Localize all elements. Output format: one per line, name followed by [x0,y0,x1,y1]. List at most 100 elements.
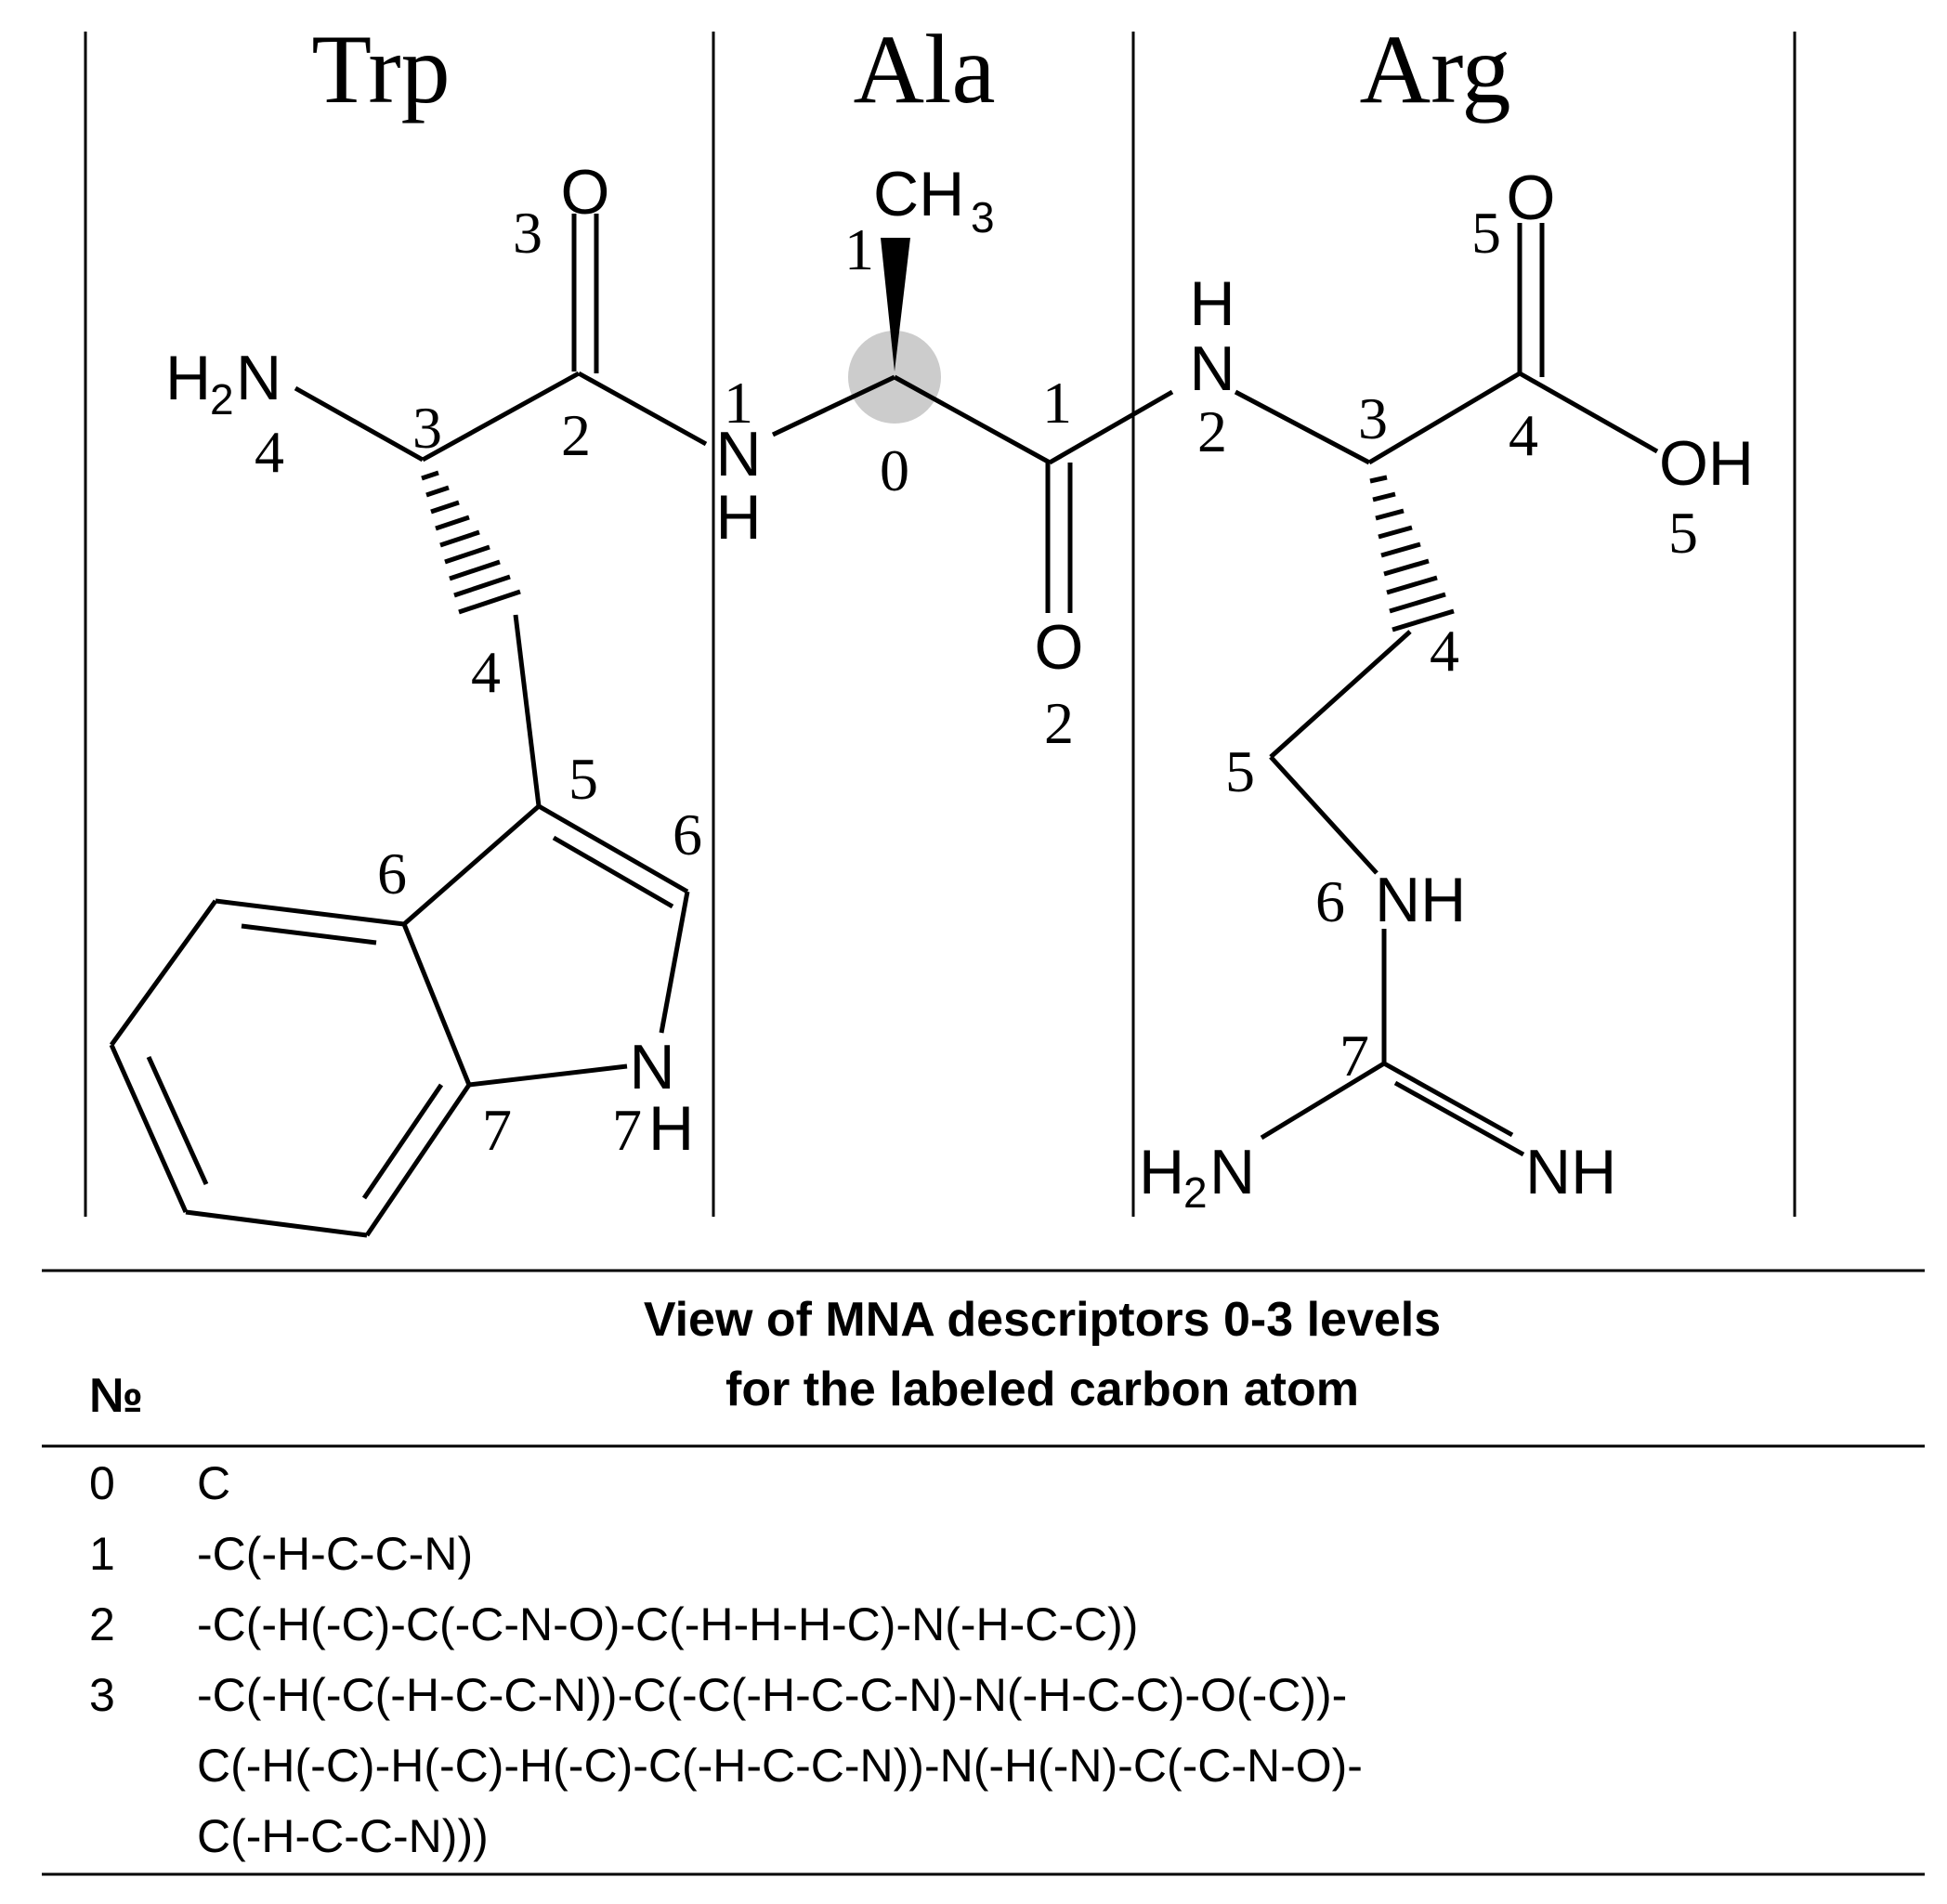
atom-h2n2-sub: 2 [1183,1168,1208,1217]
hashed-bond-trp [421,470,521,615]
bond-c7-nh-b [1393,1080,1525,1157]
bond-benz-1-inner [241,923,377,945]
label-ala-1-n: 1 [724,370,753,436]
atom-o-ala: O [1035,612,1084,683]
wedge-bond-ch3 [881,238,910,372]
bond-ca-c1 [893,374,1052,465]
row-2-descriptor: -C(-H(-C)-C(-C-N-O)-C(-H-H-H-C)-N(-H-C-C… [197,1598,1138,1650]
table-header-desc-line2: for the labeled carbon atom [725,1363,1359,1416]
hashed-bond-arg [1369,475,1455,632]
label-trp-4-cb: 4 [471,639,501,705]
bond-c6ring-c7 [401,923,472,1086]
bond-benz-4 [185,1209,368,1238]
bond-n4-c3 [294,385,425,463]
atom-ch3-ch: CH [873,159,964,229]
label-ala-1-c: 1 [1042,370,1072,436]
label-trp-7: 7 [482,1097,512,1163]
bond-benz-1 [215,898,405,927]
label-trp-5: 5 [568,746,598,812]
bond-benz-2 [109,899,218,1047]
bond-c7-nh2 [1260,1061,1386,1141]
atom-h-arg: H [1189,268,1235,339]
bond-c4-c5 [513,614,542,807]
atom-h-indole: H [648,1093,694,1164]
row-1-descriptor: -C(-H-C-C-N) [197,1528,473,1580]
atom-h2n2-h: H [1139,1137,1184,1207]
bond-c3-c4 [1367,371,1522,465]
atom-ch3-sub: 3 [971,193,995,241]
atom-n-indole: N [629,1032,674,1102]
bond-c5-n6 [1269,755,1379,875]
bond-c6-n [659,891,690,1034]
atom-number-labels: 3 4 3 2 4 5 6 6 7 7 1 1 0 1 2 2 5 3 4 5 … [255,200,1698,1163]
row-1-number: 1 [89,1528,115,1580]
label-arg-6: 6 [1315,868,1345,934]
atom-h1: H [715,482,761,553]
atom-o-arg: O [1507,163,1556,233]
label-arg-4-cb: 4 [1430,618,1459,684]
atom-labels: O H 2 N N H CH 3 O H N O OH N H NH NH H … [165,157,1754,1217]
atom-nh6: NH [1375,865,1466,935]
atom-h2n2-n: N [1209,1137,1255,1207]
label-trp-2: 2 [561,402,591,468]
label-arg-5-oh: 5 [1668,500,1698,566]
label-arg-5-o: 5 [1471,200,1501,266]
label-trp-3-top: 3 [513,200,542,266]
residue-separators [84,32,1797,1217]
table-header-desc-line1: View of MNA descriptors 0-3 levels [644,1293,1441,1347]
atom-n-arg: N [1189,333,1235,404]
bond-c3-c2 [421,371,581,463]
label-trp-6-ring: 6 [377,841,407,906]
label-arg-4-c: 4 [1509,402,1538,468]
row-3-number: 3 [89,1669,115,1721]
label-trp-3-ca: 3 [412,395,442,461]
bond-c2-n1 [577,371,708,447]
bond-benz-5-inner [361,1083,444,1200]
row-3-descriptor-line2: C(-H(-C)-H(-C)-H(-C)-C(-H-C-C-N))-N(-H(-… [197,1740,1363,1792]
bond-c4-oh [1518,371,1659,454]
label-arg-2-n: 2 [1197,398,1227,464]
bond-n2-c3 [1234,389,1371,465]
atom-o-trp: O [561,157,610,228]
bond-c5-c6ring [402,804,541,926]
row-2-number: 2 [89,1598,115,1650]
row-3-descriptor-line1: -C(-H(-C(-H-C-C-N))-C(-C(-H-C-C-N)-N(-H-… [197,1669,1347,1721]
bond-c4-c5-arg [1269,630,1412,759]
descriptor-table: № View of MNA descriptors 0-3 levels for… [42,1269,1925,1876]
row-0-descriptor: C [197,1457,230,1509]
row-0-number: 0 [89,1457,115,1509]
atom-nh-imine: NH [1525,1137,1616,1207]
bond-n-c7 [468,1063,628,1088]
backbone-bonds [294,214,1659,613]
arginine-side-chain-bonds [1260,630,1525,1157]
label-ala-0: 0 [880,437,909,503]
bond-benz-3 [109,1043,189,1214]
label-trp-7-n: 7 [612,1097,642,1163]
bond-n1-ca [771,374,896,437]
label-trp-6-c: 6 [673,802,702,867]
residue-title-arg: Arg [1360,15,1511,124]
label-arg-7: 7 [1339,1023,1369,1089]
atom-h2n-sub: 2 [210,375,234,424]
bond-c5-c6 [537,803,689,894]
atom-n1: N [715,419,761,489]
residue-title-ala: Ala [853,15,995,124]
label-trp-4-amine: 4 [255,419,284,485]
atom-oh-arg: OH [1659,428,1754,499]
label-arg-5-cg: 5 [1225,738,1255,804]
label-ala-1-ch3: 1 [844,216,874,282]
row-3-descriptor-line3: C(-H-C-C-N))) [197,1810,489,1862]
bond-c1-n2 [1048,389,1174,465]
bond-c7-nh-a [1382,1061,1514,1138]
residue-title-trp: Trp [311,15,450,124]
bond-benz-5 [364,1083,472,1237]
label-ala-2-o: 2 [1044,690,1074,756]
bond-c5-c6-inner [552,835,674,909]
table-header-number: № [89,1369,143,1423]
bond-benz-3-inner [146,1055,209,1186]
atom-h2n-h: H [165,343,211,413]
atom-h2n-n: N [236,343,281,413]
label-arg-3: 3 [1358,385,1388,451]
indole-ring-bonds [109,614,690,1238]
